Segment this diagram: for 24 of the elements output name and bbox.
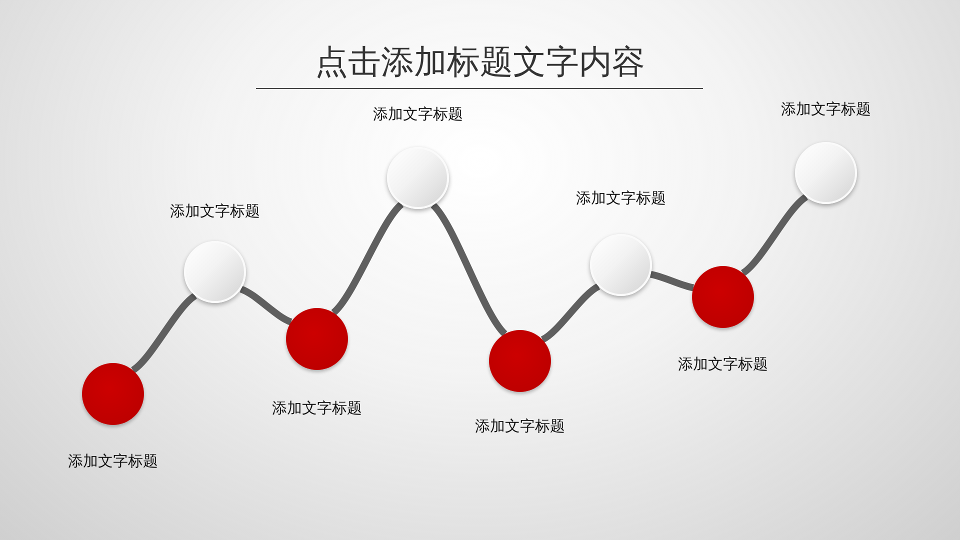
- heading-label: 添加文字标题: [475, 417, 565, 435]
- heading-label: 添加文字标题: [576, 189, 666, 207]
- circle-marker: [489, 330, 551, 392]
- circle-marker: [387, 147, 449, 209]
- heading-label: 添加文字标题: [781, 100, 871, 118]
- circle-marker: [692, 266, 754, 328]
- curve-line: [130, 292, 198, 374]
- circle-marker: [795, 142, 857, 204]
- circle-marker: [590, 234, 652, 296]
- curve-line: [540, 283, 600, 343]
- curve-line: [650, 270, 694, 292]
- heading-label: 添加文字标题: [170, 202, 260, 220]
- heading-label: 添加文字标题: [678, 355, 768, 373]
- curve-line: [740, 194, 808, 276]
- heading-label: 添加文字标题: [373, 105, 463, 123]
- curve-line: [331, 202, 404, 316]
- curve-line: [240, 286, 292, 326]
- circle-marker: [82, 363, 144, 425]
- curve-line: [430, 202, 508, 336]
- circle-marker: [184, 241, 246, 303]
- heading-label: 添加文字标题: [68, 452, 158, 470]
- heading-label: 添加文字标题: [272, 399, 362, 417]
- circle-marker: [286, 308, 348, 370]
- slide-title: 点击添加标题文字内容: [315, 42, 645, 81]
